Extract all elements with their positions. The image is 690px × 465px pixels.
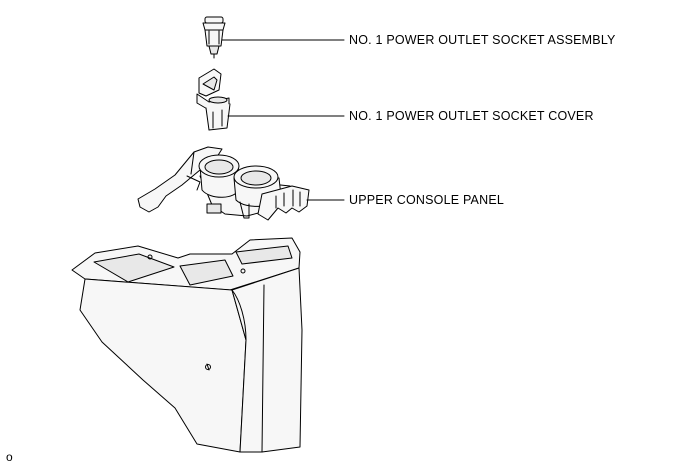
callout-upper-console-panel: UPPER CONSOLE PANEL — [349, 193, 505, 207]
callout-power-outlet-socket-cover: NO. 1 POWER OUTLET SOCKET COVER — [349, 109, 594, 123]
power-outlet-socket-cover — [196, 68, 231, 131]
console-box — [71, 237, 303, 453]
figure-code: o — [6, 450, 13, 464]
callout-power-outlet-socket-assembly: NO. 1 POWER OUTLET SOCKET ASSEMBLY — [349, 33, 616, 47]
power-outlet-socket-assembly — [202, 16, 226, 59]
upper-console-panel — [137, 146, 310, 221]
